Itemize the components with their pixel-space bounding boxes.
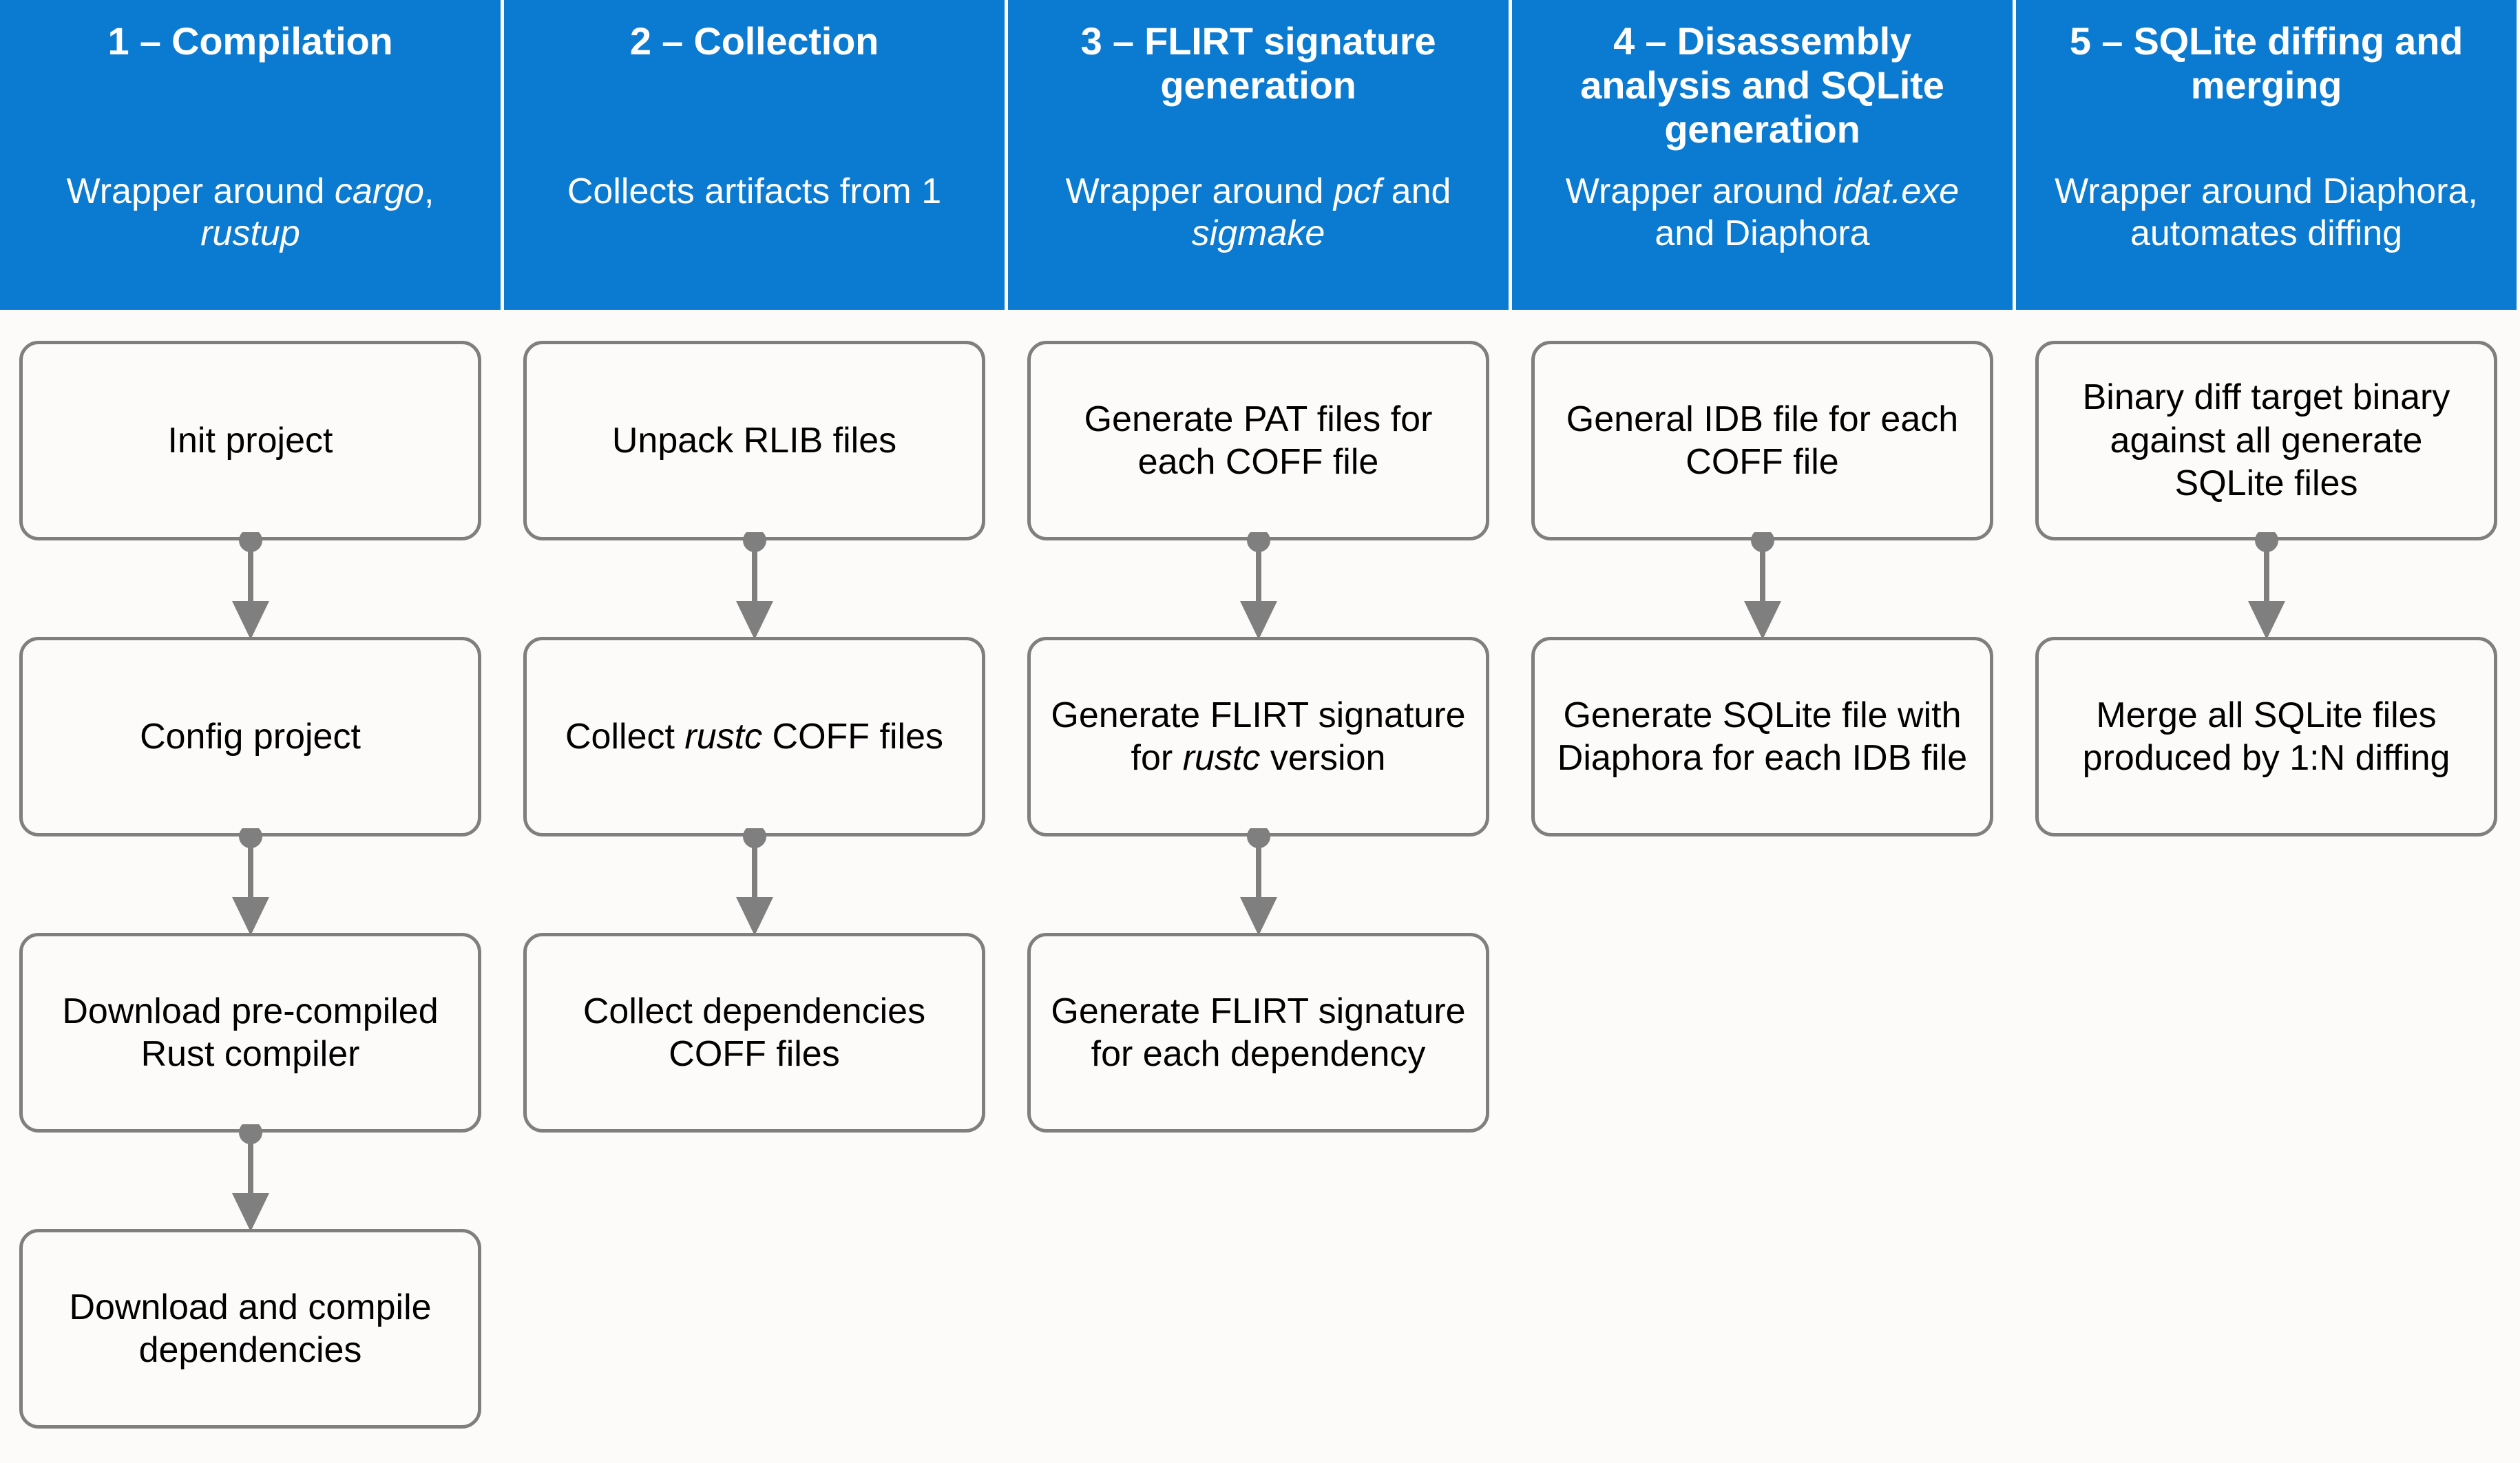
process-box-col3-step2[interactable]: Generate FLIRT signature for rustc versi…	[1027, 637, 1489, 836]
flow-arrow-col1-step2-to-col1-step3	[227, 828, 275, 941]
flow-arrow-col4-step1-to-col4-step2	[1739, 532, 1787, 645]
process-box-label-col2-step1: Unpack RLIB files	[611, 420, 897, 461]
flow-arrow-col3-step2-to-col3-step3	[1235, 828, 1283, 941]
process-box-col1-step3[interactable]: Download pre-compiled Rust compiler	[19, 933, 481, 1133]
process-box-label-col1-step3: Download pre-compiled Rust compiler	[62, 991, 439, 1074]
process-box-col4-step2[interactable]: Generate SQLite file with Diaphora for e…	[1531, 637, 1993, 836]
process-box-label-col1-step2: Config project	[140, 716, 361, 757]
flow-arrow-col1-step1-to-col1-step2	[227, 532, 275, 645]
process-box-label-col5-step2: Merge all SQLite files produced by 1:N d…	[2082, 695, 2450, 778]
stage-header-title-1: 1 – Compilation	[107, 19, 393, 63]
flow-arrow-col3-step1-to-col3-step2	[1235, 532, 1283, 645]
process-box-col2-step3[interactable]: Collect dependencies COFF files	[523, 933, 985, 1133]
process-box-col3-step3[interactable]: Generate FLIRT signature for each depend…	[1027, 933, 1489, 1133]
process-box-label-col1-step1: Init project	[167, 420, 333, 461]
stage-header-subtitle-5: Wrapper around Diaphora, automates diffi…	[2055, 171, 2478, 253]
process-box-col3-step1[interactable]: Generate PAT files for each COFF file	[1027, 341, 1489, 540]
process-box-col5-step1[interactable]: Binary diff target binary against all ge…	[2035, 341, 2497, 540]
process-box-label-col4-step2: Generate SQLite file with Diaphora for e…	[1557, 695, 1968, 778]
process-box-label-col3-step1: Generate PAT files for each COFF file	[1084, 399, 1433, 482]
emphasis-text: rustc	[1182, 738, 1261, 778]
process-box-label-col3-step3: Generate FLIRT signature for each depend…	[1051, 991, 1466, 1074]
process-box-col2-step2[interactable]: Collect rustc COFF files	[523, 637, 985, 836]
process-box-label-col4-step1: General IDB file for each COFF file	[1566, 399, 1959, 482]
flow-arrow-col5-step1-to-col5-step2	[2243, 532, 2291, 645]
flow-arrow-col2-step1-to-col2-step2	[731, 532, 779, 645]
process-box-col1-step1[interactable]: Init project	[19, 341, 481, 540]
process-box-col4-step1[interactable]: General IDB file for each COFF file	[1531, 341, 1993, 540]
stage-header-subtitle-3: Wrapper around pcf and sigmake	[1065, 171, 1451, 253]
flow-arrow-col2-step2-to-col2-step3	[731, 828, 779, 941]
process-box-col2-step1[interactable]: Unpack RLIB files	[523, 341, 985, 540]
stage-header-subtitle-1: Wrapper around cargo, rustup	[66, 171, 434, 253]
flow-arrow-col1-step3-to-col1-step4	[227, 1124, 275, 1237]
process-box-label-col2-step3: Collect dependencies COFF files	[582, 991, 926, 1074]
stage-header-subtitle-2: Collects artifacts from 1	[567, 171, 942, 211]
stage-header-title-2: 2 – Collection	[629, 19, 879, 63]
stage-header-title-3: 3 – FLIRT signature generation	[1080, 19, 1436, 107]
stage-header-4: 4 – Disassembly analysis and SQLite gene…	[1512, 0, 2013, 310]
emphasis-text: rustc	[684, 716, 763, 757]
process-box-col1-step4[interactable]: Download and compile dependencies	[19, 1229, 481, 1429]
stage-header-title-5: 5 – SQLite diffing and merging	[2069, 19, 2464, 107]
process-box-label-col3-step2: Generate FLIRT signature for rustc versi…	[1051, 695, 1466, 778]
process-box-label-col1-step4: Download and compile dependencies	[69, 1287, 432, 1370]
stage-header-title-4: 4 – Disassembly analysis and SQLite gene…	[1580, 19, 1944, 151]
process-box-label-col2-step2: Collect rustc COFF files	[565, 716, 943, 757]
process-box-col5-step2[interactable]: Merge all SQLite files produced by 1:N d…	[2035, 637, 2497, 836]
stage-header-subtitle-4: Wrapper around idat.exe and Diaphora	[1565, 171, 1960, 253]
process-box-col1-step2[interactable]: Config project	[19, 637, 481, 836]
process-box-label-col5-step1: Binary diff target binary against all ge…	[2082, 377, 2450, 504]
